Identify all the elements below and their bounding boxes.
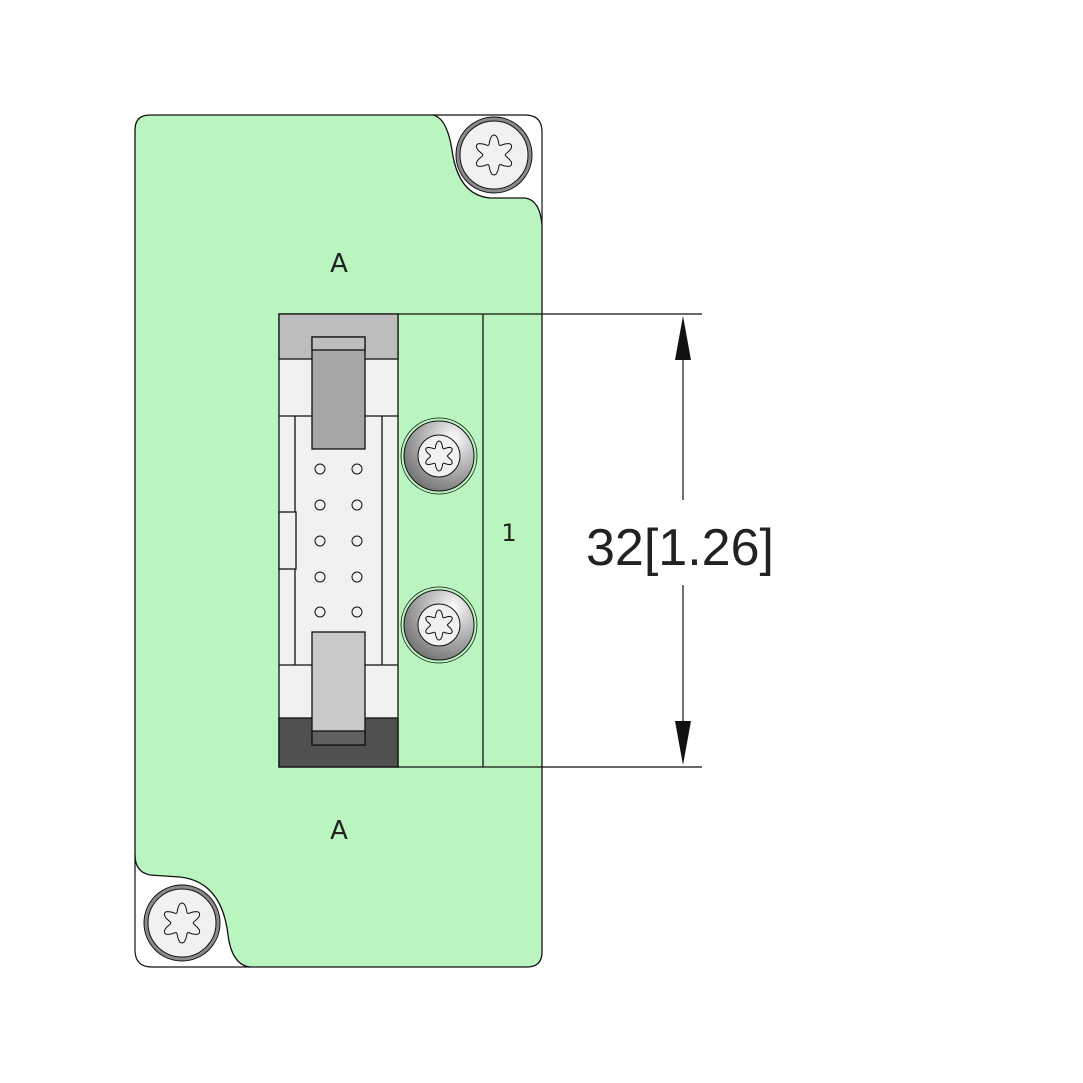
connector [278,313,399,768]
pin-hole [314,606,326,618]
arrow-down-icon [675,721,691,765]
torx-screw-icon [163,902,201,944]
panel-label-top: A [330,249,348,279]
connector-screw-top [400,417,478,495]
corner-notch-bottom [134,855,250,968]
pin-hole [314,463,326,475]
torx-screw-icon [425,609,453,641]
corner-screw-bottom-left [143,884,221,962]
dimension-text: 32[1.26] [586,519,774,577]
connector-label: 1 [501,519,516,547]
torx-screw-icon [475,134,513,176]
panel-label-bottom: A [330,816,348,846]
arrow-up-icon [675,316,691,360]
pin-hole [351,499,363,511]
connector-screw-bottom [400,586,478,664]
torx-screw-icon [425,440,453,472]
pin-hole [314,499,326,511]
pin-hole [314,571,326,583]
pin-hole [351,606,363,618]
dimension: 32[1.26] [586,316,774,765]
pin-hole [351,535,363,547]
pin-hole [314,535,326,547]
pin-hole [351,463,363,475]
corner-notch-top [433,114,543,225]
pin-hole [351,571,363,583]
corner-screw-top-right [455,116,533,194]
latch-bottom [311,631,366,746]
latch-top [311,336,366,450]
pin-grid [314,463,363,618]
